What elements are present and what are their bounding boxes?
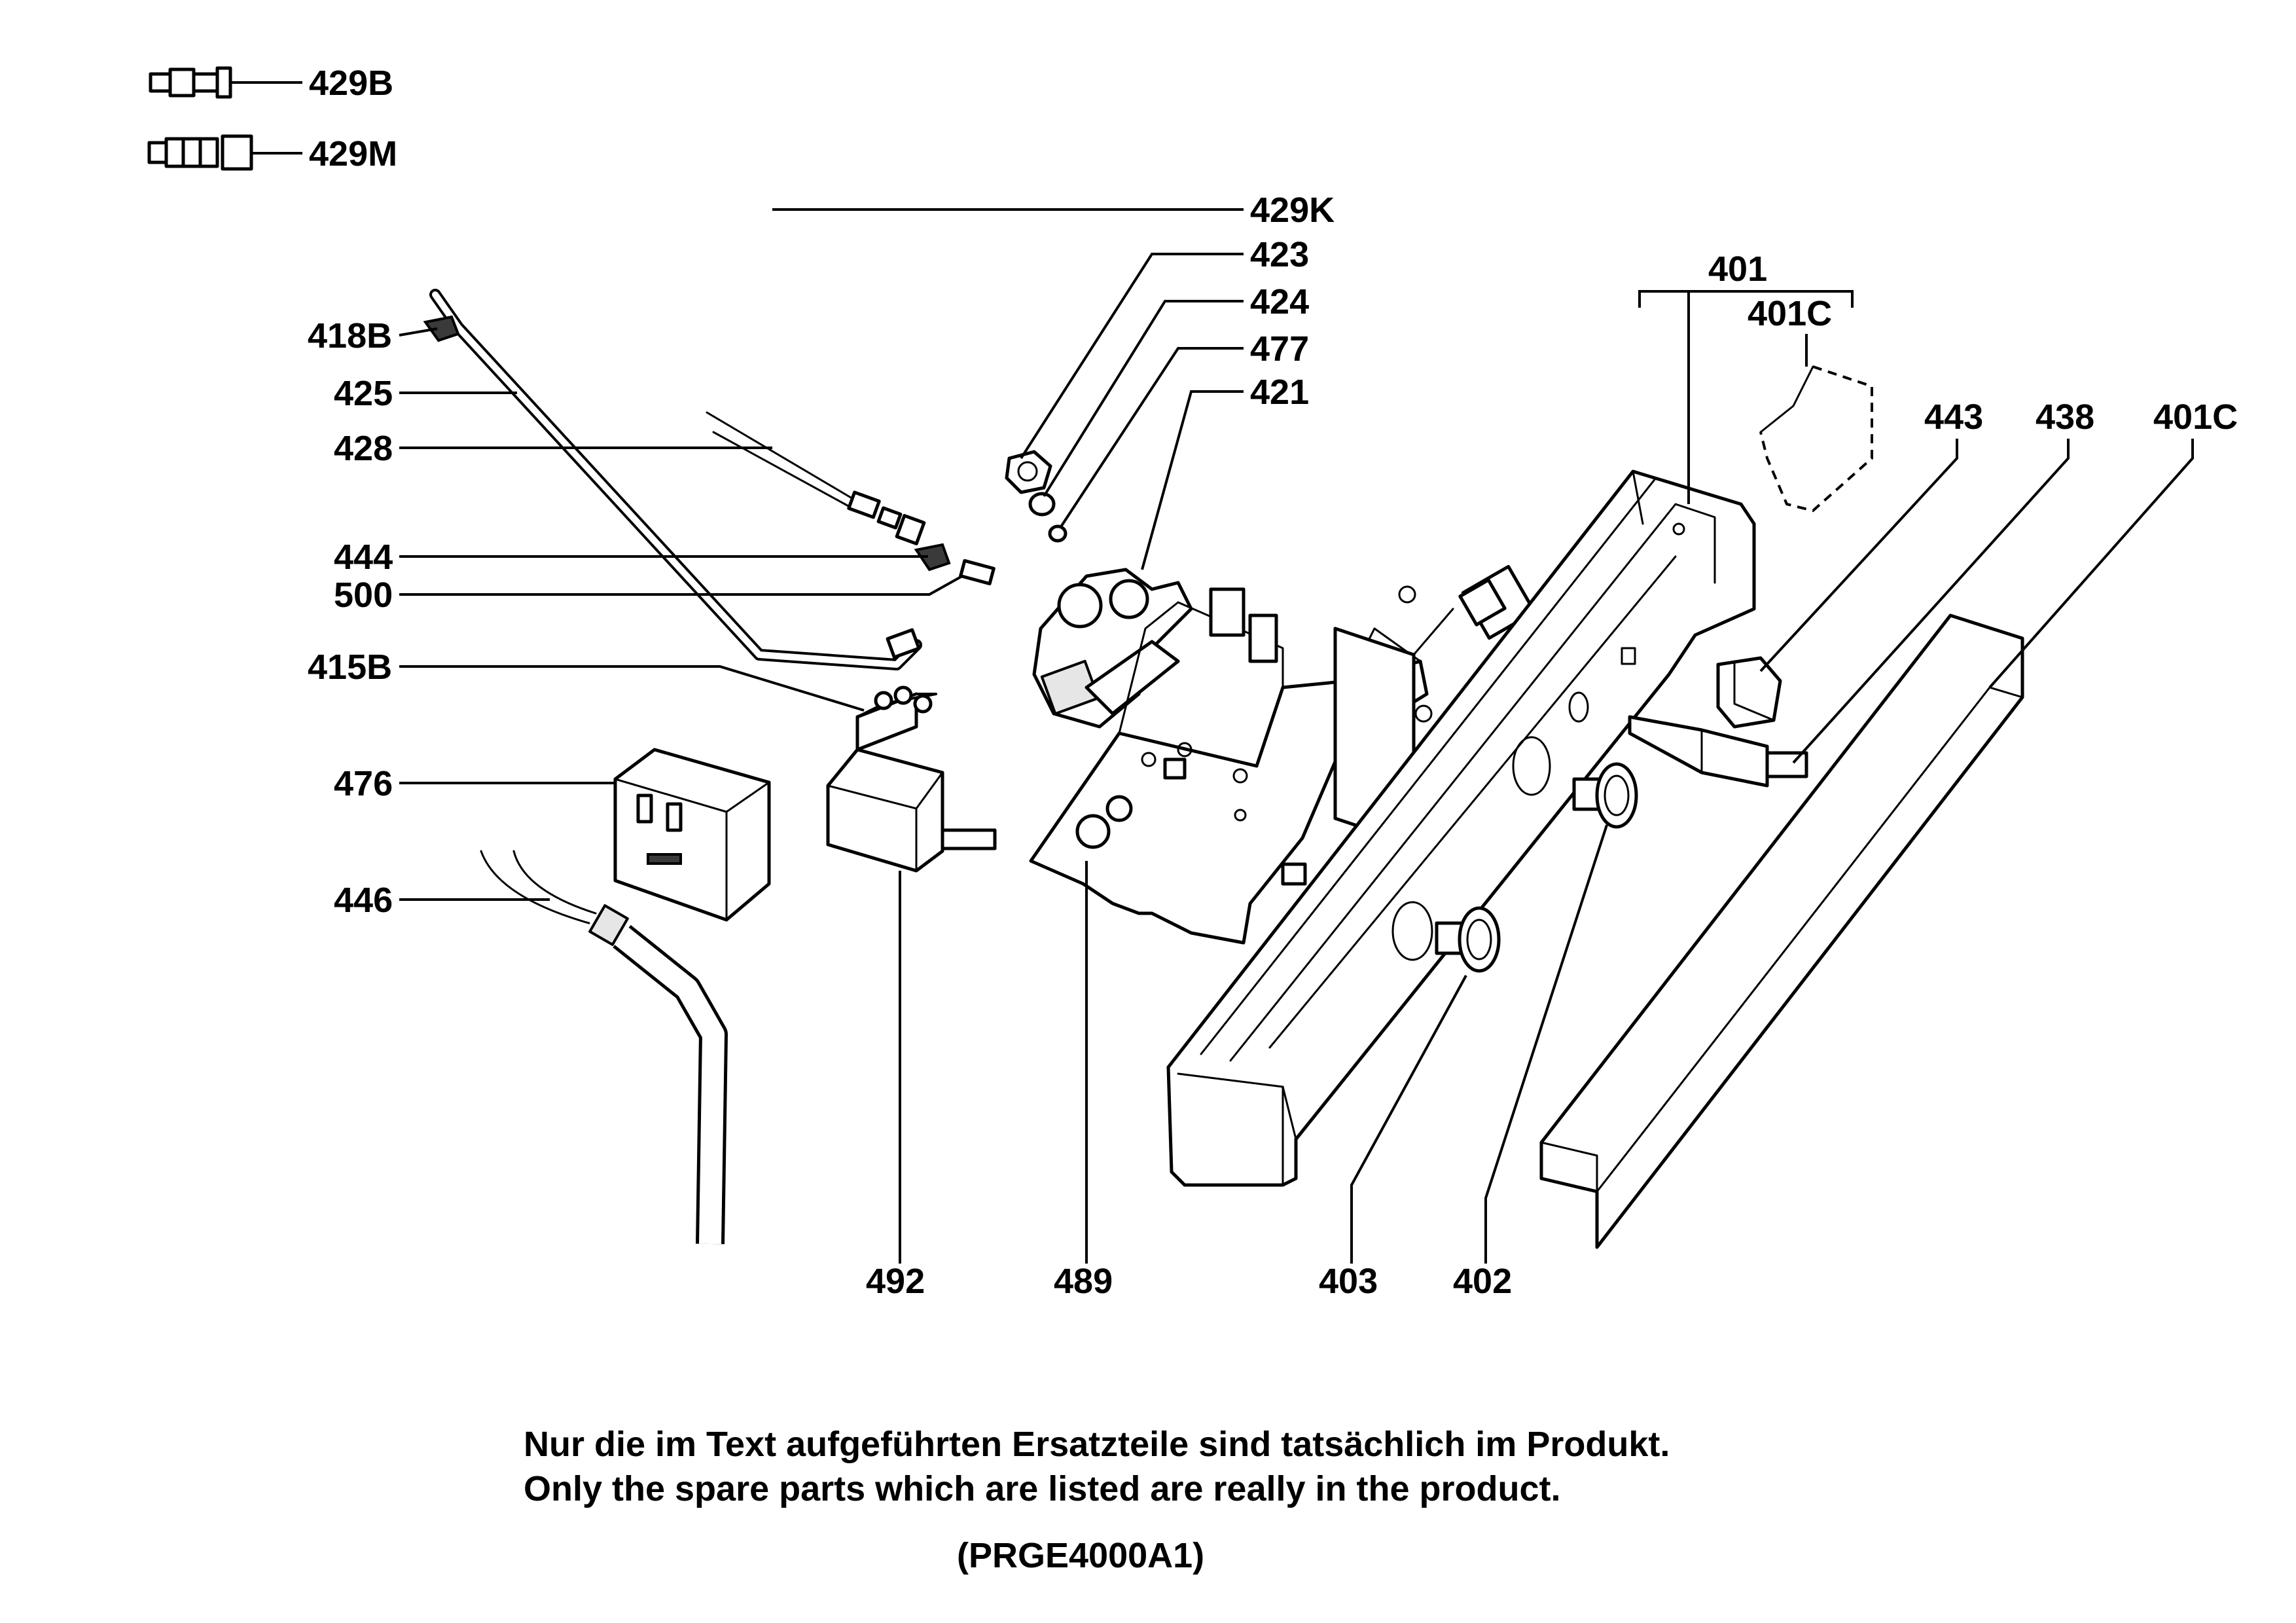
callout-476: 476: [334, 764, 393, 803]
part-492-switch: [826, 748, 997, 873]
part-429M-connector: [147, 134, 253, 171]
model-code: (PRGE4000A1): [957, 1536, 1205, 1575]
part-477-insert: [1048, 524, 1067, 543]
part-423-nut: [1005, 450, 1052, 494]
leader-418B: [399, 327, 438, 337]
callout-425: 425: [334, 374, 393, 413]
callout-492: 492: [866, 1262, 925, 1301]
leader-477: [1059, 347, 1244, 529]
part-500-injector: [959, 558, 996, 586]
callout-429M: 429M: [309, 134, 397, 173]
callout-401: 401: [1708, 249, 1767, 289]
part-418B-clip: [423, 315, 460, 342]
leader-403: [1350, 975, 1467, 1264]
bracket-401: [1638, 290, 1854, 308]
leader-421: [1141, 390, 1244, 570]
callout-401C-top: 401C: [1748, 294, 1832, 333]
part-401-control-panel: [1166, 469, 1756, 1187]
callout-444: 444: [334, 538, 393, 577]
callout-438: 438: [2036, 397, 2094, 437]
part-424-olive: [1028, 492, 1056, 517]
part-401C-top-endcap: [1759, 365, 1873, 513]
part-415B-terminal-block: [855, 685, 937, 752]
callout-428: 428: [334, 429, 393, 468]
footer-note-german: Nur die im Text aufgeführten Ersatzteile…: [524, 1425, 1670, 1464]
callout-429B: 429B: [309, 64, 393, 103]
callout-500: 500: [334, 575, 393, 615]
part-403-knob: [1435, 906, 1501, 973]
callout-415B: 415B: [308, 647, 392, 687]
callout-446: 446: [334, 881, 393, 920]
part-429B-connector: [149, 66, 232, 99]
callout-424: 424: [1250, 282, 1309, 321]
part-438-igniter: [1628, 715, 1808, 788]
callout-443: 443: [1924, 397, 1983, 437]
leader-424: [1043, 300, 1244, 498]
callout-429K: 429K: [1250, 191, 1335, 230]
callout-421: 421: [1250, 373, 1309, 412]
part-446-hose: [480, 850, 728, 1245]
leader-438: [1792, 439, 2070, 764]
leader-401C-right: [1988, 439, 2194, 689]
leader-443: [1759, 439, 1958, 672]
part-402-knob: [1572, 762, 1638, 829]
callout-418B: 418B: [308, 316, 392, 356]
part-429K-gas-pipe: [518, 99, 1024, 458]
leader-402: [1484, 824, 1608, 1264]
callout-402: 402: [1453, 1262, 1512, 1301]
part-425-thermocouple-tube: [429, 289, 922, 670]
callout-477: 477: [1250, 329, 1309, 369]
part-428-wire: [706, 411, 926, 545]
callout-403: 403: [1319, 1262, 1378, 1301]
part-444-clip: [914, 543, 951, 572]
part-443-clip: [1716, 656, 1782, 729]
leader-415B: [399, 665, 865, 712]
footer-note-english: Only the spare parts which are listed ar…: [524, 1469, 1561, 1508]
part-421-gas-valve: [1032, 568, 1193, 729]
part-476-transformer: [613, 748, 771, 922]
leader-423: [1020, 253, 1244, 460]
leader-500: [399, 575, 963, 596]
callout-489: 489: [1054, 1262, 1113, 1301]
callout-423: 423: [1250, 235, 1309, 274]
callout-401C-right: 401C: [2153, 397, 2238, 437]
